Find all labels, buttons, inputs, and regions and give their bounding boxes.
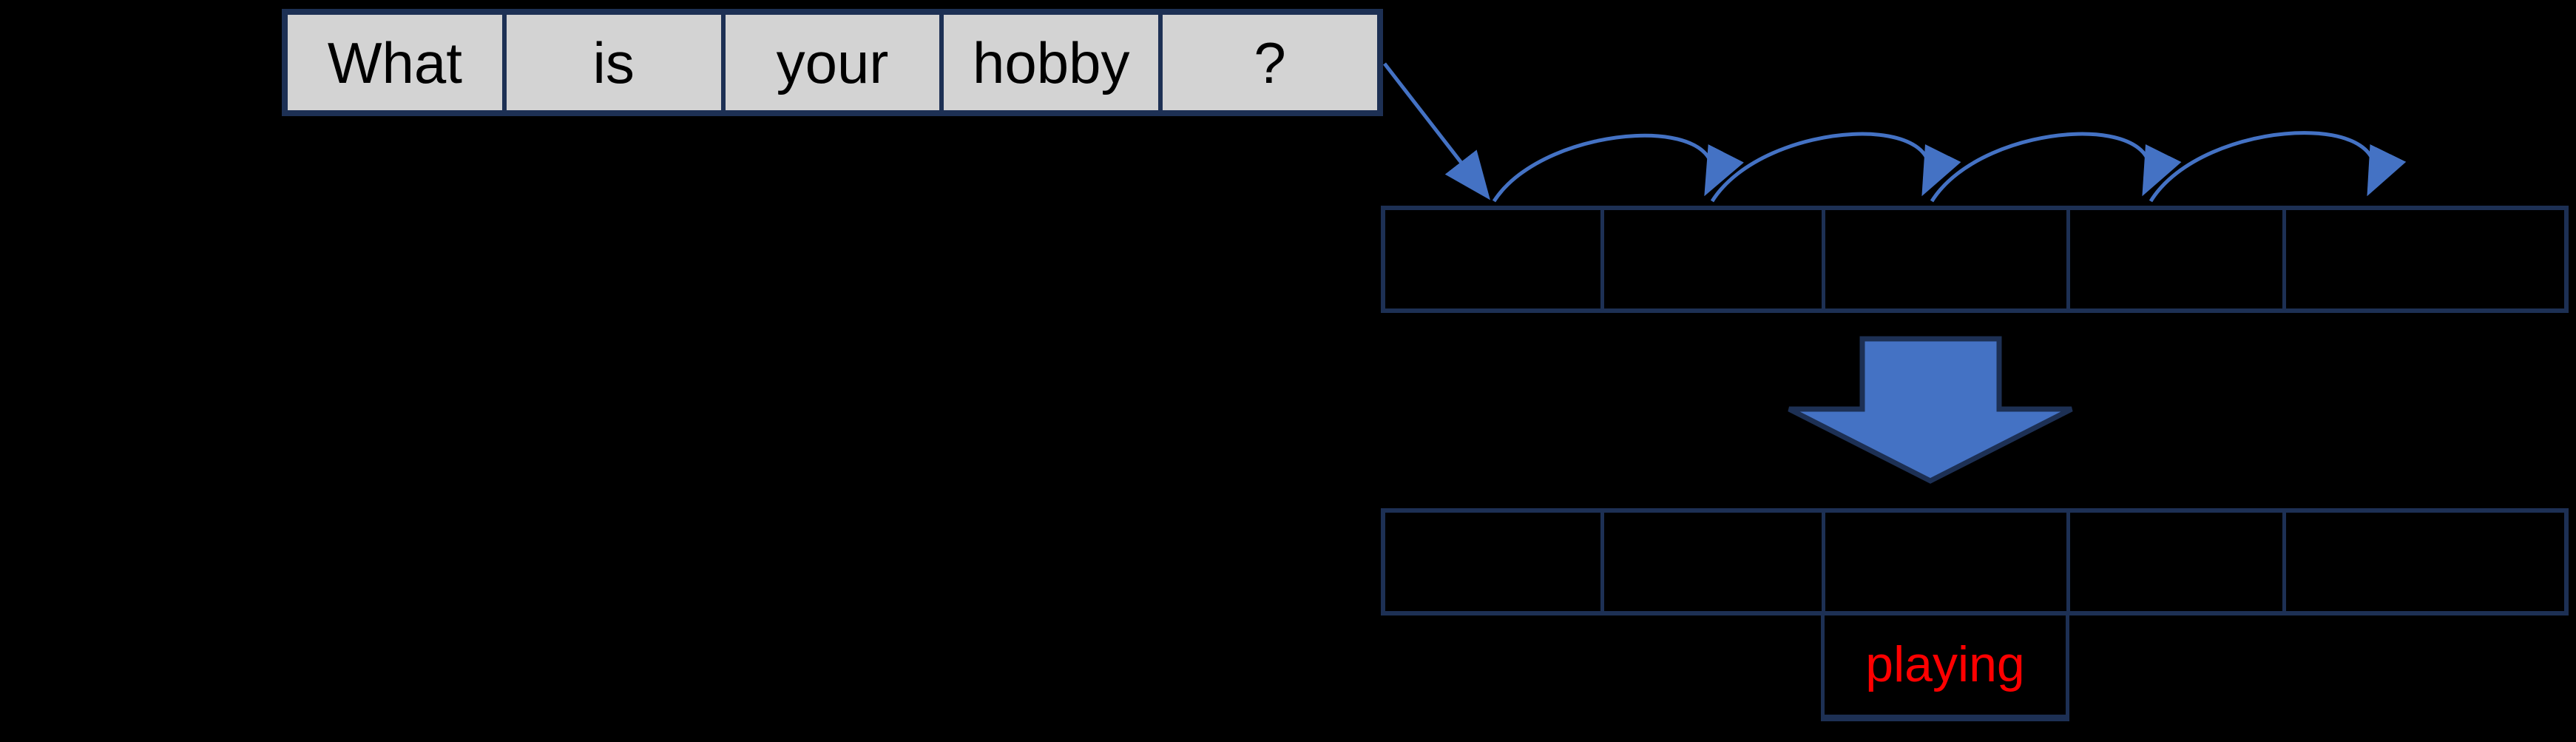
prediction-label: playing (1865, 636, 2025, 692)
word-cell-your: your (720, 15, 940, 110)
word-cell-what: What (288, 15, 502, 110)
output-cell-3 (1822, 513, 2066, 611)
output-row (1381, 508, 2569, 615)
output-cell-2 (1600, 513, 1822, 611)
hidden-cell-3 (1822, 210, 2066, 308)
hidden-cell-4 (2066, 210, 2282, 308)
hidden-cell-5 (2282, 210, 2564, 308)
word-cell-hobby: hobby (939, 15, 1159, 110)
word-cell-qmark: ? (1158, 15, 1377, 110)
arc-arrow-4 (2149, 131, 2407, 203)
output-cell-4 (2066, 513, 2282, 611)
diagonal-arrow (1383, 62, 1490, 200)
word-cell-is: is (501, 15, 721, 110)
arc-arrow-3 (1930, 132, 2182, 203)
arc-arrow-1 (1492, 133, 1744, 203)
arc-arrow-2 (1710, 132, 1961, 203)
hidden-cell-1 (1385, 210, 1600, 308)
hidden-state-row (1381, 206, 2569, 313)
output-cell-1 (1385, 513, 1600, 611)
prediction-box: playing (1821, 614, 2069, 721)
output-cell-5 (2282, 513, 2564, 611)
block-down-arrow-icon (1788, 336, 2073, 484)
hidden-cell-2 (1600, 210, 1822, 308)
sentence-word-table: What is your hobby ? (282, 9, 1383, 116)
